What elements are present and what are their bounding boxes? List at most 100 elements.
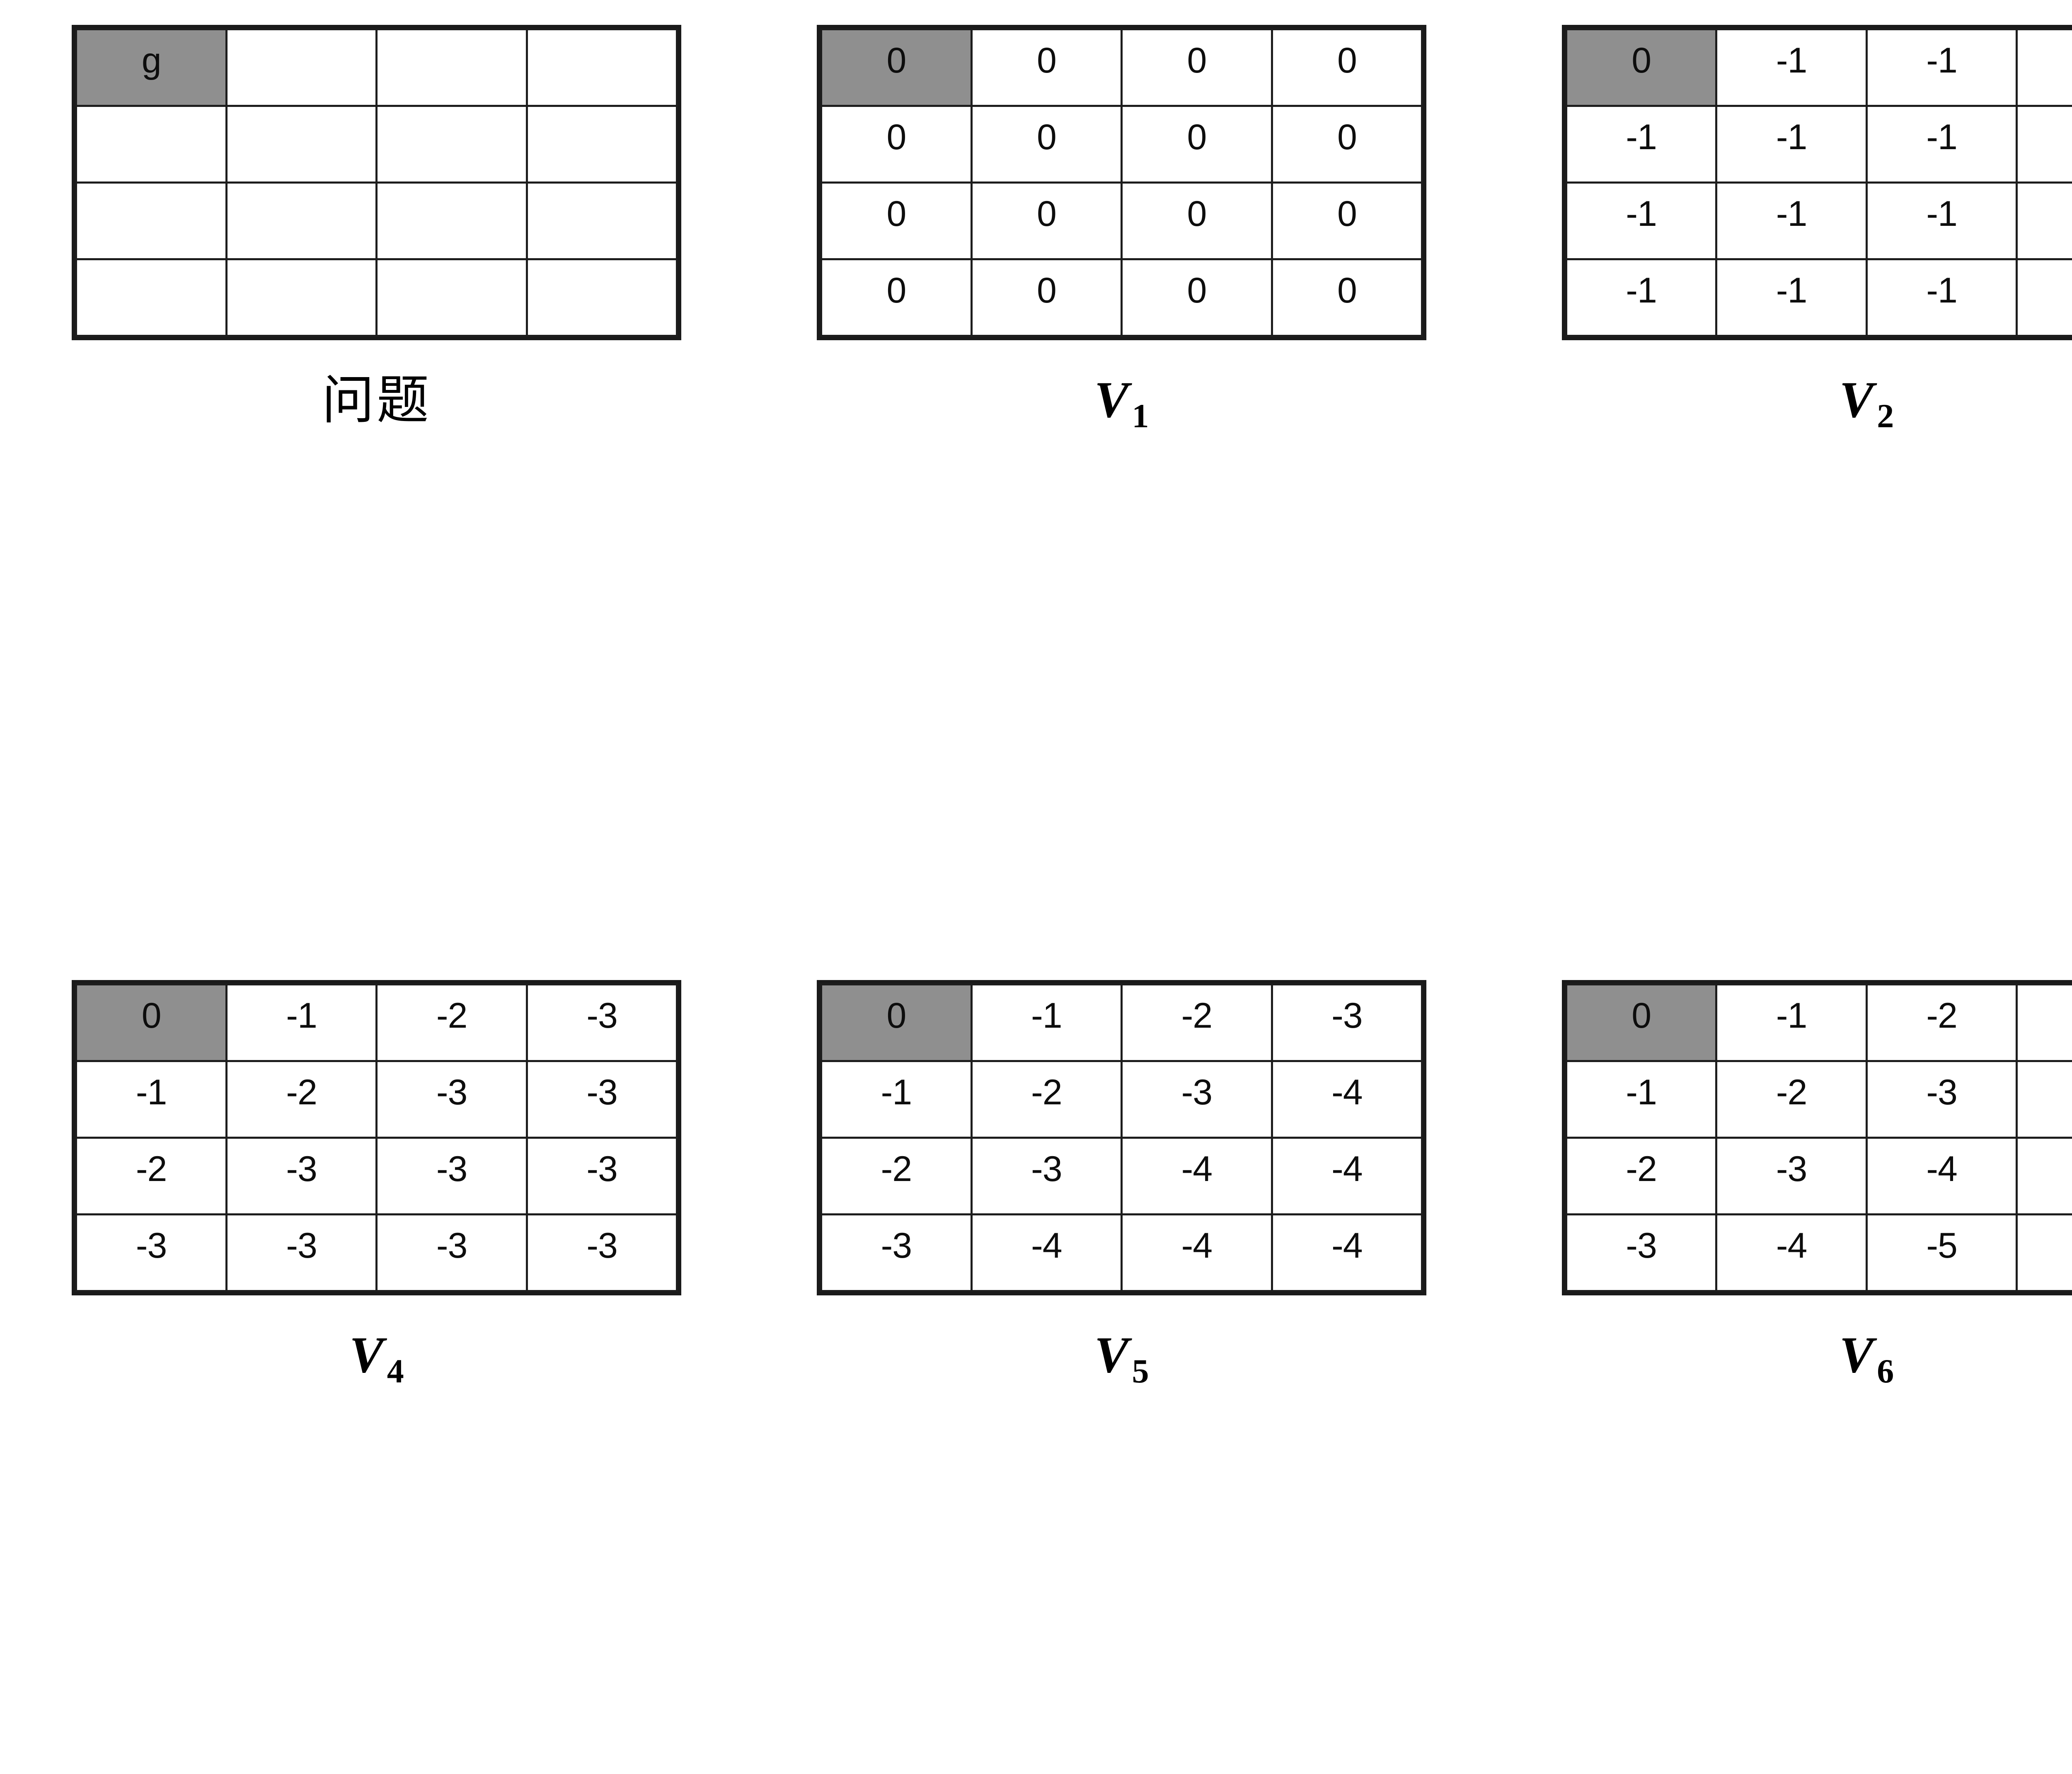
value-cell[interactable] xyxy=(75,258,228,337)
value-cell[interactable]: -2 xyxy=(1121,983,1273,1062)
value-cell[interactable]: -3 xyxy=(1865,1060,2018,1139)
value-cell[interactable]: -1 xyxy=(820,1060,973,1139)
value-cell[interactable]: -3 xyxy=(1715,1137,1868,1215)
panel-caption-value-function: V5 xyxy=(1094,1329,1149,1388)
value-cell[interactable] xyxy=(225,105,378,184)
value-cell[interactable] xyxy=(225,28,378,107)
value-cell[interactable]: -1 xyxy=(1865,182,2018,260)
value-cell[interactable]: -3 xyxy=(820,1213,973,1292)
value-cell[interactable]: 0 xyxy=(1271,182,1423,260)
value-cell[interactable]: 0 xyxy=(1121,258,1273,337)
value-cell[interactable]: -1 xyxy=(1715,258,1868,337)
value-cell[interactable]: -5 xyxy=(1865,1213,2018,1292)
value-cell[interactable]: -2 xyxy=(75,1137,228,1215)
value-cell[interactable]: -2 xyxy=(1865,983,2018,1062)
value-cell[interactable]: 0 xyxy=(820,258,973,337)
value-cell[interactable]: -1 xyxy=(1715,983,1868,1062)
value-cell[interactable]: -1 xyxy=(1715,182,1868,260)
value-cell[interactable]: -1 xyxy=(1715,28,1868,107)
goal-cell[interactable]: 0 xyxy=(820,983,973,1062)
value-cell[interactable]: -4 xyxy=(1121,1213,1273,1292)
value-cell[interactable]: -3 xyxy=(1565,1213,1718,1292)
value-cell[interactable]: 0 xyxy=(1271,105,1423,184)
value-cell[interactable]: -4 xyxy=(970,1213,1123,1292)
value-cell[interactable]: -3 xyxy=(1271,983,1423,1062)
value-cell[interactable]: -3 xyxy=(525,1060,678,1139)
value-cell[interactable]: -1 xyxy=(2016,28,2072,107)
value-cell[interactable]: -4 xyxy=(1865,1137,2018,1215)
value-cell[interactable]: 0 xyxy=(970,28,1123,107)
value-cell[interactable]: 0 xyxy=(1271,28,1423,107)
value-cell[interactable]: -1 xyxy=(1565,258,1718,337)
value-cell[interactable] xyxy=(75,105,228,184)
value-cell[interactable] xyxy=(525,28,678,107)
value-cell[interactable] xyxy=(375,258,528,337)
value-cell[interactable] xyxy=(225,258,378,337)
goal-cell[interactable]: 0 xyxy=(1565,28,1718,107)
value-cell[interactable] xyxy=(375,182,528,260)
value-cell[interactable]: -3 xyxy=(225,1137,378,1215)
value-cell[interactable]: -3 xyxy=(225,1213,378,1292)
value-cell[interactable]: 0 xyxy=(970,105,1123,184)
value-cell[interactable] xyxy=(225,182,378,260)
value-cell[interactable]: -4 xyxy=(1271,1137,1423,1215)
value-cell[interactable] xyxy=(525,182,678,260)
value-cell[interactable]: -3 xyxy=(525,1213,678,1292)
value-cell[interactable]: -2 xyxy=(1715,1060,1868,1139)
value-cell[interactable]: -1 xyxy=(225,983,378,1062)
value-cell[interactable]: -2 xyxy=(820,1137,973,1215)
value-cell[interactable]: -4 xyxy=(1271,1060,1423,1139)
value-cell[interactable]: -2 xyxy=(225,1060,378,1139)
table-row: -1-2-3-3 xyxy=(75,1060,678,1139)
goal-cell[interactable]: 0 xyxy=(820,28,973,107)
value-cell[interactable] xyxy=(375,105,528,184)
value-cell[interactable]: -1 xyxy=(1865,28,2018,107)
value-cell[interactable]: -1 xyxy=(1865,258,2018,337)
value-cell[interactable]: -4 xyxy=(2016,1060,2072,1139)
goal-cell[interactable]: 0 xyxy=(1565,983,1718,1062)
value-cell[interactable]: 0 xyxy=(970,258,1123,337)
value-cell[interactable] xyxy=(375,28,528,107)
value-cell[interactable]: -5 xyxy=(2016,1213,2072,1292)
value-cell[interactable]: 0 xyxy=(970,182,1123,260)
value-cell[interactable]: -5 xyxy=(2016,1137,2072,1215)
value-cell[interactable]: -3 xyxy=(375,1060,528,1139)
value-cell[interactable] xyxy=(525,258,678,337)
value-cell[interactable]: -2 xyxy=(970,1060,1123,1139)
value-cell[interactable]: -4 xyxy=(1271,1213,1423,1292)
value-cell[interactable]: -1 xyxy=(2016,105,2072,184)
value-cell[interactable]: -1 xyxy=(1865,105,2018,184)
value-cell[interactable]: -1 xyxy=(1565,105,1718,184)
value-cell[interactable]: -1 xyxy=(1565,182,1718,260)
value-cell[interactable]: 0 xyxy=(820,182,973,260)
value-cell[interactable]: -2 xyxy=(1565,1137,1718,1215)
value-cell[interactable]: -3 xyxy=(1121,1060,1273,1139)
value-cell[interactable]: -3 xyxy=(375,1213,528,1292)
value-cell[interactable]: -3 xyxy=(525,983,678,1062)
value-cell[interactable]: 0 xyxy=(1121,105,1273,184)
value-cell[interactable]: -3 xyxy=(75,1213,228,1292)
value-cell[interactable]: -4 xyxy=(1121,1137,1273,1215)
goal-cell[interactable]: g xyxy=(75,28,228,107)
value-cell[interactable]: -1 xyxy=(1565,1060,1718,1139)
value-cell[interactable]: -3 xyxy=(375,1137,528,1215)
value-cell[interactable]: 0 xyxy=(1121,182,1273,260)
value-cell[interactable]: 0 xyxy=(820,105,973,184)
value-cell[interactable]: -1 xyxy=(2016,182,2072,260)
value-cell[interactable]: -4 xyxy=(1715,1213,1868,1292)
panel-caption-value-function: V6 xyxy=(1840,1329,1894,1388)
goal-cell[interactable]: 0 xyxy=(75,983,228,1062)
value-cell[interactable]: -1 xyxy=(970,983,1123,1062)
value-cell[interactable]: 0 xyxy=(1271,258,1423,337)
value-cell[interactable] xyxy=(75,182,228,260)
value-cell[interactable]: -3 xyxy=(525,1137,678,1215)
value-cell[interactable]: -1 xyxy=(2016,258,2072,337)
caption-subscript: 2 xyxy=(1877,397,1894,435)
value-cell[interactable]: -2 xyxy=(375,983,528,1062)
value-cell[interactable] xyxy=(525,105,678,184)
value-cell[interactable]: -1 xyxy=(1715,105,1868,184)
value-cell[interactable]: -3 xyxy=(970,1137,1123,1215)
value-cell[interactable]: -3 xyxy=(2016,983,2072,1062)
value-cell[interactable]: -1 xyxy=(75,1060,228,1139)
value-cell[interactable]: 0 xyxy=(1121,28,1273,107)
